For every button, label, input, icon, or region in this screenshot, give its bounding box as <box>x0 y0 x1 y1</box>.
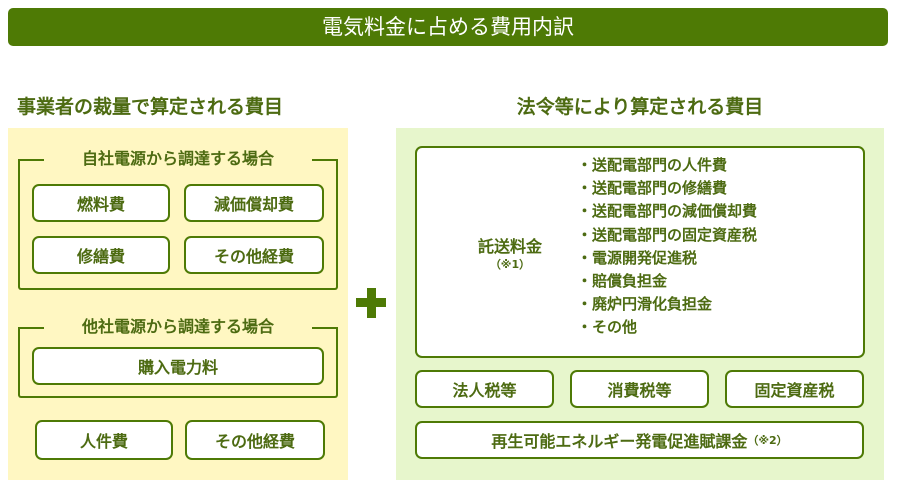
list-item: ・送配電部門の固定資産税 <box>577 225 758 244</box>
property-tax-item: 固定資産税 <box>725 370 864 408</box>
consignment-fee-note: （※1） <box>489 258 531 271</box>
personnel-cost-item: 人件費 <box>35 420 173 460</box>
other-expenses-item-2: その他経費 <box>185 420 325 460</box>
repair-cost-item: 修繕費 <box>32 236 170 274</box>
other-power-group-line-right <box>312 327 338 329</box>
fuel-cost-item: 燃料費 <box>32 184 170 222</box>
list-item: ・廃炉円滑化負担金 <box>577 295 713 314</box>
left-heading: 事業者の裁量で算定される費目 <box>17 96 284 118</box>
other-power-group <box>18 327 338 398</box>
consignment-fee-title: 託送料金 <box>477 237 542 256</box>
own-power-label: 自社電源から調達する場合 <box>81 149 274 168</box>
renewable-surcharge-item: 再生可能エネルギー発電促進賦課金（※2） <box>415 421 864 459</box>
other-power-label: 他社電源から調達する場合 <box>81 317 274 336</box>
consignment-fee-box <box>415 146 865 358</box>
page-title: 電気料金に占める費用内訳 <box>8 8 888 46</box>
right-heading: 法令等により算定される費目 <box>516 96 764 118</box>
other-power-group-line-left <box>18 327 44 329</box>
other-expenses-item: その他経費 <box>184 236 324 274</box>
corporate-tax-item: 法人税等 <box>415 370 554 408</box>
list-item: ・賠償負担金 <box>577 272 668 291</box>
renewable-surcharge-label: 再生可能エネルギー発電促進賦課金 <box>491 432 748 451</box>
plus-icon-vertical <box>366 288 376 318</box>
consumption-tax-item: 消費税等 <box>570 370 709 408</box>
renewable-surcharge-note: （※2） <box>747 434 788 447</box>
own-power-group <box>18 159 338 290</box>
list-item: ・送配電部門の人件費 <box>577 156 728 174</box>
consignment-fee-breakdown: ・送配電部門の人件費 ・送配電部門の修繕費 ・送配電部門の減価償却費 ・送配電部… <box>577 154 857 340</box>
list-item: ・電源開発促進税 <box>577 248 698 267</box>
own-power-group-line-left <box>18 159 44 161</box>
list-item: ・その他 <box>577 318 638 337</box>
depreciation-item: 減価償却費 <box>184 184 324 222</box>
list-item: ・送配電部門の修繕費 <box>577 179 728 198</box>
purchased-power-item: 購入電力料 <box>32 347 324 385</box>
list-item: ・送配電部門の減価償却費 <box>577 202 758 221</box>
own-power-group-line-right <box>312 159 338 161</box>
